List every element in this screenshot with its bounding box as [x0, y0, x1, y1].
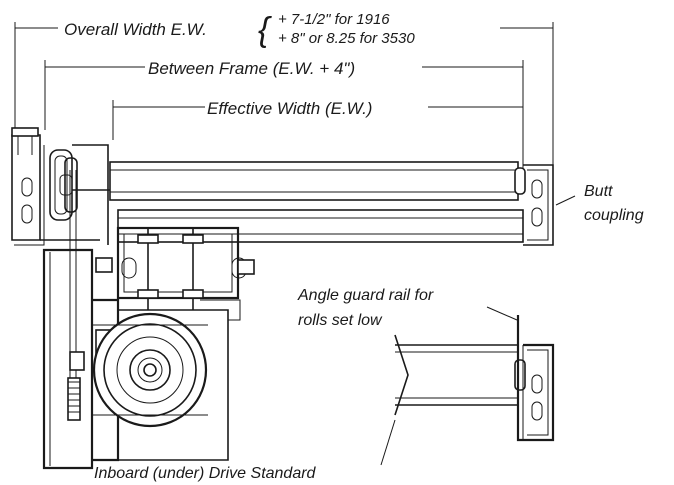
chain-sprocket — [67, 377, 81, 421]
drive-standard — [42, 170, 255, 470]
sheave-outer — [49, 149, 73, 221]
break-line — [394, 334, 409, 416]
overall-width-label: Overall Width E.W. — [64, 20, 207, 39]
left-top-bolt-head — [11, 127, 39, 137]
right-frame-channel — [523, 164, 554, 246]
left-frame-slot-lower — [21, 204, 33, 224]
drive-sheave — [49, 144, 110, 245]
drive-frame — [118, 309, 229, 461]
overall-width-brace: { — [258, 11, 272, 49]
inboard-drive-callout: Inboard (under) Drive Standard — [94, 419, 396, 482]
overall-note-1916: + 7-1/2" for 1916 — [278, 11, 390, 28]
left-frame-slot-upper — [21, 177, 33, 197]
drive-wheel-outer — [92, 312, 208, 428]
butt-coupling-label-line2: coupling — [584, 207, 644, 224]
inboard-drive-label: Inboard (under) Drive Standard — [94, 465, 317, 482]
left-frame-flange — [14, 145, 45, 246]
butt-coupling-label-line1: Butt — [584, 183, 613, 200]
angle-guard-label-line1: Angle guard rail for — [297, 287, 434, 304]
angle-guard-label-line2: rolls set low — [298, 312, 383, 329]
angle-guard-leader — [486, 306, 518, 321]
right-frame-slot-lower — [531, 207, 543, 227]
butt-coupling-leader — [555, 195, 576, 206]
between-frame-label: Between Frame (E.W. + 4") — [148, 59, 355, 78]
top-roller-tube — [109, 161, 519, 201]
upper-conveyor-section — [11, 127, 554, 246]
drive-side-plate — [42, 248, 94, 470]
effective-width-dimension: Effective Width (E.W.) — [112, 99, 523, 140]
overall-note-3530: + 8" or 8.25 for 3530 — [278, 30, 415, 47]
overall-width-dimension: Overall Width E.W. { + 7-1/2" for 1916 +… — [14, 11, 554, 165]
drive-wheel-hub — [143, 363, 157, 377]
lower-frame-slot-lower — [531, 401, 543, 421]
top-roller-end-cap — [514, 167, 526, 195]
left-frame-channel — [11, 134, 41, 241]
angle-guard-rail — [516, 315, 555, 442]
effective-width-label: Effective Width (E.W.) — [207, 99, 372, 118]
drive-bracket — [72, 144, 109, 245]
inboard-drive-leader — [380, 419, 396, 466]
angle-guard-callout: Angle guard rail for rolls set low — [297, 287, 518, 329]
butt-coupling-callout: Butt coupling — [555, 183, 644, 224]
lower-roller-tube — [395, 344, 519, 406]
lower-frame-slot-upper — [531, 374, 543, 394]
between-frame-dimension: Between Frame (E.W. + 4") — [44, 59, 524, 170]
drive-wheel — [92, 312, 208, 428]
lower-conveyor-section — [394, 315, 555, 442]
frame-rail-body — [117, 209, 524, 243]
right-frame-slot-upper — [531, 179, 543, 199]
